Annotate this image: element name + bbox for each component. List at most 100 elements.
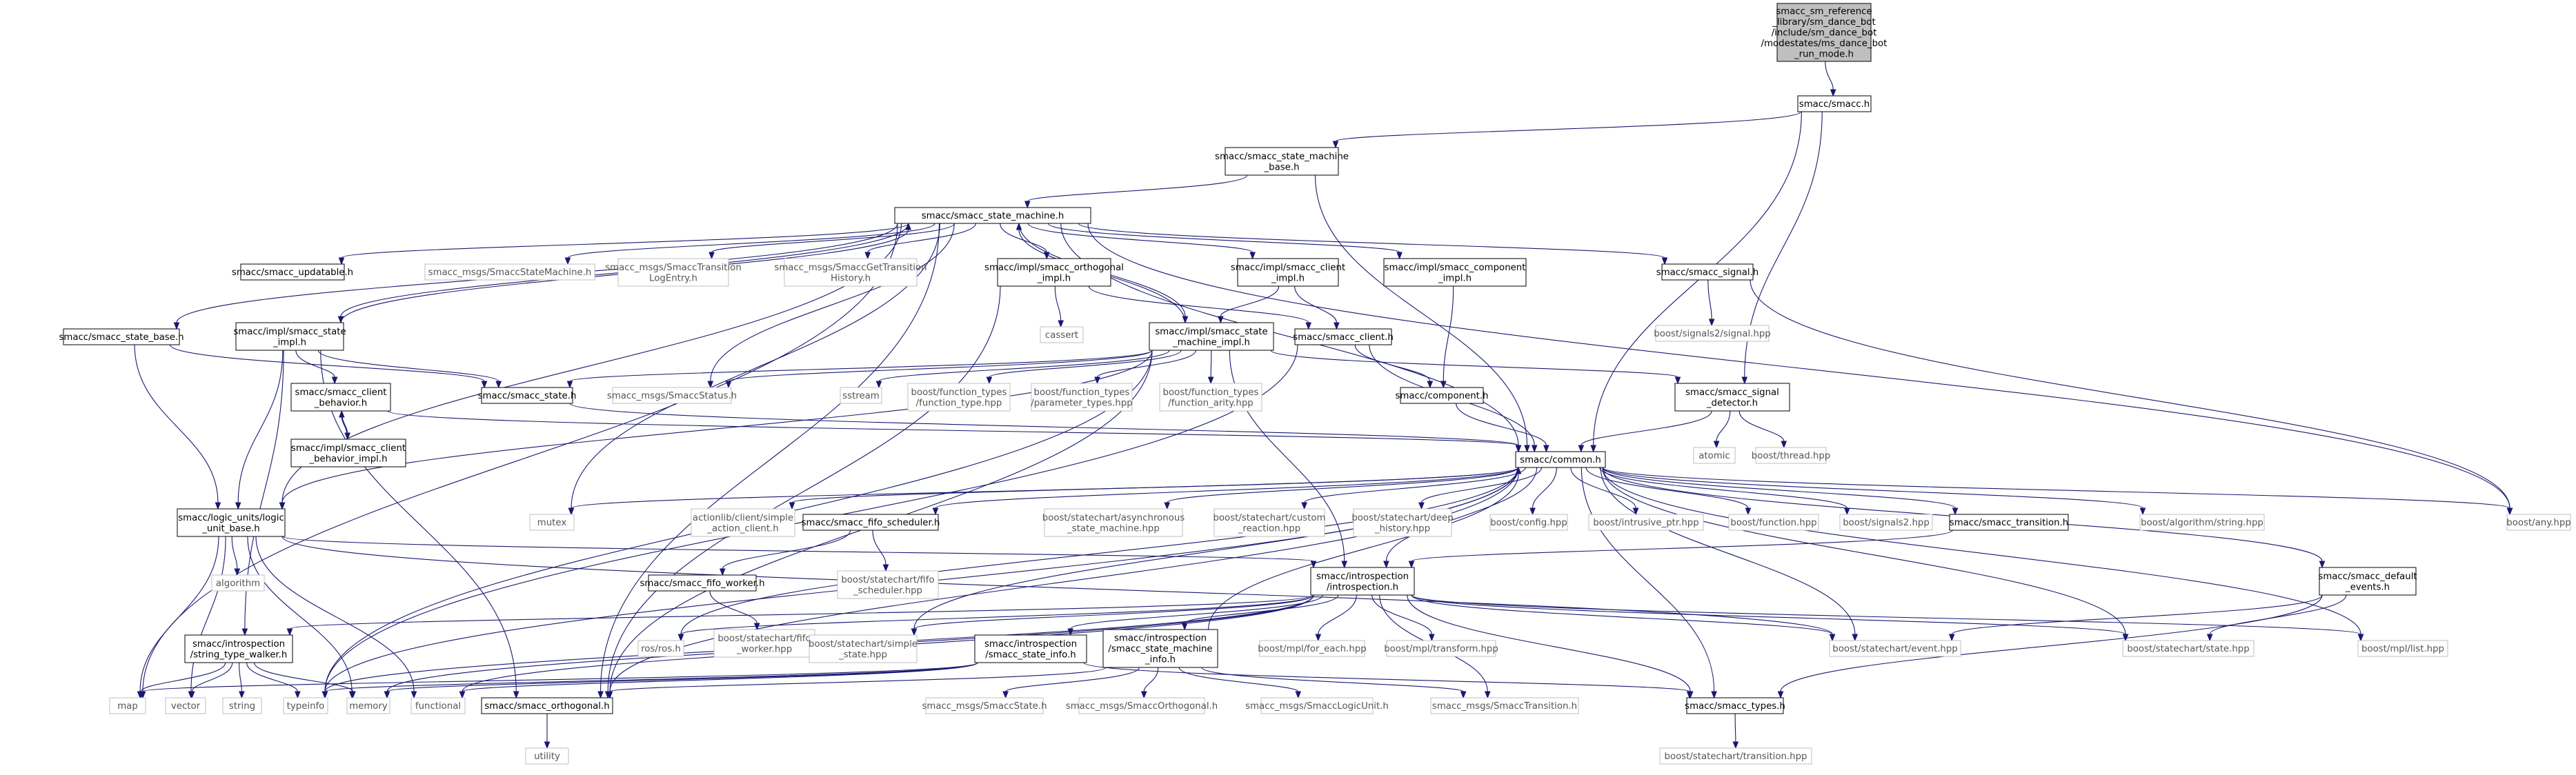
node-label-line: map — [117, 701, 138, 712]
edge-signal-to-any — [1750, 279, 2513, 516]
node-introspection[interactable]: smacc/introspection/introspection.h — [1310, 567, 1415, 596]
node-label-line: _action_client.h — [706, 523, 778, 534]
node-box — [1655, 325, 1770, 342]
node-box — [290, 439, 406, 467]
node-state_info[interactable]: smacc/introspection/smacc_state_info.h — [974, 634, 1087, 663]
edge-default_events-to-types — [1777, 594, 2323, 699]
node-box — [648, 574, 757, 592]
node-root[interactable]: smacc_sm_reference_library/sm_dance_bot/… — [1761, 3, 1888, 62]
edge-line — [1385, 467, 1538, 562]
node-box — [1383, 258, 1527, 287]
edge-line — [1005, 667, 1140, 692]
node-label-line: smacc_msgs/SmaccState.h — [922, 701, 1047, 712]
node-cb_impl[interactable]: smacc/impl/smacc_client_behavior_impl.h — [290, 439, 406, 467]
node-sm_impl[interactable]: smacc/impl/smacc_state_machine_impl.h — [1149, 322, 1274, 351]
node-transition[interactable]: smacc/smacc_transition.h — [1949, 514, 2069, 531]
node-state[interactable]: smacc/smacc_state.h — [478, 387, 577, 404]
node-box — [481, 387, 573, 404]
edge-line — [191, 662, 233, 692]
edge-stw-to-typeinfo — [246, 662, 301, 699]
edge-line — [1599, 467, 1847, 509]
edge-arrowhead — [882, 564, 889, 572]
edge-line — [791, 467, 1519, 503]
node-box — [1661, 263, 1754, 281]
edge-state_impl-to-logic_unit — [235, 350, 284, 510]
node-label-line: _state_machine.hpp — [1067, 523, 1160, 534]
node-default_events[interactable]: smacc/smacc_default_events.h — [2318, 567, 2417, 596]
node-client_behavior[interactable]: smacc/smacc_client_behavior.h — [290, 383, 391, 412]
edge-line — [1602, 467, 2143, 509]
node-smacc_h[interactable]: smacc/smacc.h — [1797, 95, 1872, 112]
edge-arrowhead — [725, 381, 732, 389]
edge-arrowhead — [1543, 445, 1549, 453]
edge-line — [1184, 594, 1339, 624]
node-signal_det[interactable]: smacc/smacc_signal_detector.h — [1674, 383, 1790, 412]
node-box — [211, 574, 265, 592]
node-thread: boost/thread.hpp — [1752, 447, 1830, 464]
node-component[interactable]: smacc/component.h — [1395, 387, 1489, 404]
node-state_impl[interactable]: smacc/impl/smacc_state_impl.h — [233, 322, 346, 351]
node-logic_unit[interactable]: smacc/logic_units/logic_unit_base.h — [177, 508, 286, 537]
edge-line — [1371, 594, 1432, 635]
edge-common-to-types — [1581, 467, 1717, 699]
node-label-line: smacc/smacc_client.h — [1293, 332, 1394, 343]
edge-line — [142, 223, 898, 692]
node-signal[interactable]: smacc/smacc_signal.h — [1656, 263, 1758, 281]
edge-introspection-to-state_hpp — [1411, 594, 2129, 642]
node-box — [1755, 447, 1827, 464]
node-label-line: _detector.h — [1706, 398, 1758, 408]
node-fifo_worker[interactable]: smacc/smacc_fifo_worker.h — [640, 574, 765, 592]
node-box — [1674, 383, 1790, 412]
node-box — [2139, 514, 2265, 531]
node-client[interactable]: smacc/smacc_client.h — [1293, 328, 1394, 345]
node-client_impl[interactable]: smacc/impl/smacc_client_impl.h — [1231, 258, 1345, 287]
edge-line — [237, 350, 284, 503]
edge-line — [935, 467, 1519, 509]
node-updatable[interactable]: smacc/smacc_updatable.h — [232, 263, 353, 281]
node-fifo_worker_hpp: boost/statechart/fifo_worker.hpp — [713, 629, 815, 658]
edge-state_info-to-types — [1083, 662, 1693, 699]
node-label-line: /function_type.hpp — [916, 398, 1002, 408]
edge-arrowhead — [986, 376, 993, 385]
node-custom_reaction: boost/statechart/custom_reaction.hpp — [1213, 508, 1326, 537]
node-stw[interactable]: smacc/introspection/string_type_walker.h — [184, 634, 293, 663]
node-comp_impl[interactable]: smacc/impl/smacc_component_impl.h — [1383, 258, 1527, 287]
edge-line — [341, 416, 348, 440]
edge-arrowhead — [286, 628, 293, 636]
node-functional: functional — [410, 697, 466, 714]
edge-arrowhead — [905, 222, 912, 230]
node-label-line: smacc/smacc_client — [295, 388, 387, 398]
node-box — [637, 640, 684, 657]
edge-line — [254, 662, 353, 692]
edge-line — [1088, 285, 1309, 323]
edge-sm_impl-to-ft_ft — [986, 350, 1182, 385]
edge-introspection-to-for_each — [1315, 594, 1357, 642]
edge-line — [607, 285, 1001, 692]
edge-fifo_sched-to-fifo_scheduler_hpp — [872, 530, 889, 572]
edge-line — [609, 667, 1107, 692]
edge-arrowhead — [707, 381, 714, 389]
edge-line — [1201, 667, 1464, 692]
node-state_base[interactable]: smacc/smacc_state_base.h — [59, 328, 184, 345]
edge-arrowhead — [139, 691, 146, 699]
edge-arrowhead — [188, 691, 195, 699]
node-sm_base[interactable]: smacc/smacc_state_machine_base.h — [1215, 147, 1349, 176]
node-msg_sm: smacc_msgs/SmaccStateMachine.h — [424, 263, 595, 281]
node-label-line: _worker.hpp — [736, 644, 792, 654]
node-label-line: smacc/introspection — [984, 639, 1077, 650]
edge-state_base-to-state — [170, 344, 488, 389]
node-orthogonal[interactable]: smacc/smacc_orthogonal.h — [481, 697, 613, 714]
node-sm[interactable]: smacc/smacc_state_machine.h — [894, 207, 1091, 224]
node-types[interactable]: smacc/smacc_types.h — [1685, 697, 1785, 714]
node-label-line: smacc/smacc_state_machine.h — [922, 211, 1064, 221]
node-orth_impl[interactable]: smacc/impl/smacc_orthogonal_impl.h — [984, 258, 1124, 287]
node-common[interactable]: smacc/common.h — [1515, 451, 1606, 468]
edge-line — [139, 536, 219, 692]
edge-line — [1314, 174, 1528, 446]
node-ft_pt: boost/function_types/parameter_types.hpp — [1031, 383, 1133, 412]
node-fifo_sched[interactable]: smacc/smacc_fifo_scheduler.h — [802, 514, 940, 531]
node-smi_info[interactable]: smacc/introspection/smacc_state_machine_… — [1102, 629, 1218, 668]
node-box — [2506, 514, 2571, 531]
